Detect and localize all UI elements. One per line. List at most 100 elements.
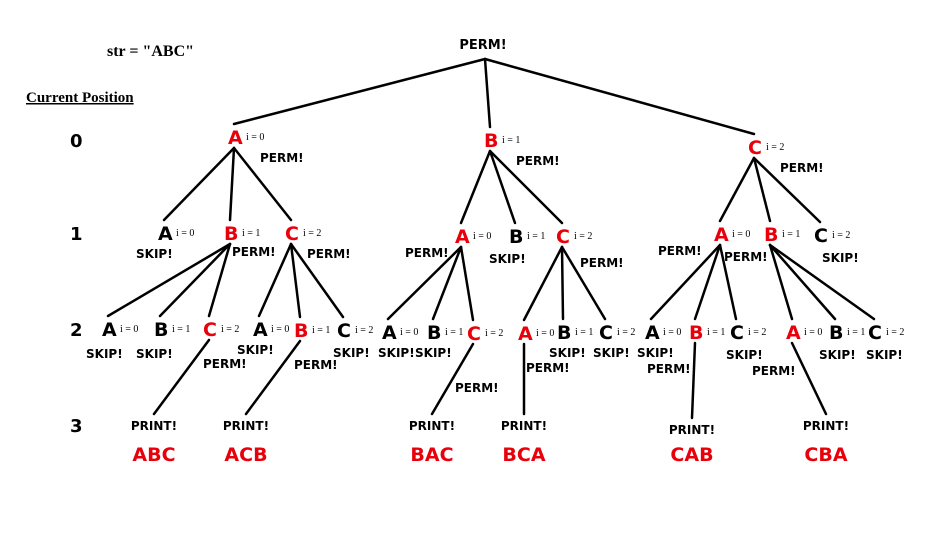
tree-edge — [431, 245, 463, 321]
node-index: i = 0 — [732, 229, 750, 240]
skip-label: SKIP! — [136, 347, 173, 361]
tree-edge — [718, 243, 738, 321]
print-label: PRINT! — [131, 419, 177, 433]
node-letter-b: B — [224, 223, 238, 245]
result-permutation: ABC — [132, 444, 175, 466]
skip-label: SKIP! — [593, 346, 630, 360]
level-number: 0 — [70, 131, 83, 152]
skip-label: SKIP! — [378, 346, 415, 360]
node-index: i = 1 — [782, 229, 800, 240]
print-label: PRINT! — [501, 419, 547, 433]
tree-edge — [752, 156, 822, 224]
node-letter-a: A — [786, 322, 801, 344]
tree-edge — [106, 242, 232, 318]
result-permutation: CAB — [670, 444, 713, 466]
node-letter-c: C — [748, 137, 762, 159]
tree-edge — [560, 245, 607, 321]
perm-label: PERM! — [307, 247, 351, 261]
skip-label: SKIP! — [86, 347, 123, 361]
skip-label: SKIP! — [136, 247, 173, 261]
node-letter-c: C — [467, 323, 481, 345]
node-index: i = 0 — [663, 327, 681, 338]
perm-label: PERM! — [580, 256, 624, 270]
node-index: i = 0 — [536, 328, 554, 339]
node-letter-b: B — [557, 322, 571, 344]
node-index: i = 2 — [303, 228, 321, 239]
node-letter-a: A — [102, 319, 117, 341]
node-letter-c: C — [337, 320, 351, 342]
skip-label: SKIP! — [819, 348, 856, 362]
node-letter-c: C — [814, 225, 828, 247]
print-label: PRINT! — [409, 419, 455, 433]
tree-edge — [488, 149, 564, 225]
node-letter-b: B — [484, 130, 498, 152]
tree-edge — [693, 243, 722, 321]
node-letter-c: C — [285, 223, 299, 245]
node-letter-b: B — [764, 224, 778, 246]
current-position-title: Current Position — [26, 90, 134, 106]
node-index: i = 2 — [748, 327, 766, 338]
node-index: i = 2 — [886, 327, 904, 338]
node-index: i = 2 — [221, 324, 239, 335]
tree-edge — [228, 146, 236, 222]
node-index: i = 0 — [120, 324, 138, 335]
perm-label: PERM! — [455, 381, 499, 395]
str-label: str = "ABC" — [107, 43, 194, 60]
node-index: i = 1 — [527, 231, 545, 242]
print-label: PRINT! — [223, 419, 269, 433]
tree-edge — [386, 245, 463, 321]
tree-edge — [158, 242, 232, 318]
node-letter-a: A — [382, 322, 397, 344]
perm-label: PERM! — [724, 250, 768, 264]
node-index: i = 2 — [574, 231, 592, 242]
root-perm-label: PERM! — [459, 38, 506, 53]
node-letter-c: C — [599, 322, 613, 344]
node-index: i = 0 — [176, 228, 194, 239]
tree-edge — [162, 146, 236, 222]
node-letter-a: A — [158, 223, 173, 245]
node-index: i = 0 — [400, 327, 418, 338]
print-label: PRINT! — [669, 423, 715, 437]
node-index: i = 0 — [473, 231, 491, 242]
tree-edge — [718, 156, 756, 223]
node-index: i = 2 — [355, 325, 373, 336]
tree-edge — [152, 338, 211, 416]
node-index: i = 1 — [707, 327, 725, 338]
skip-label: SKIP! — [489, 252, 526, 266]
tree-edge — [232, 146, 293, 222]
node-index: i = 1 — [575, 327, 593, 338]
skip-label: SKIP! — [415, 346, 452, 360]
tree-edge — [257, 242, 293, 318]
perm-label: PERM! — [405, 246, 449, 260]
node-letter-c: C — [556, 226, 570, 248]
level-number: 2 — [70, 320, 83, 341]
node-index: i = 0 — [246, 132, 264, 143]
tree-edge — [459, 245, 475, 322]
tree-edge — [483, 57, 756, 136]
skip-label: SKIP! — [549, 346, 586, 360]
tree-edge — [768, 243, 837, 321]
perm-label: PERM! — [294, 358, 338, 372]
skip-label: SKIP! — [237, 343, 274, 357]
tree-edge — [768, 243, 876, 321]
tree-edge — [649, 243, 722, 321]
perm-label: PERM! — [658, 244, 702, 258]
skip-label: SKIP! — [726, 348, 763, 362]
result-permutation: BCA — [502, 444, 545, 466]
node-index: i = 2 — [617, 327, 635, 338]
skip-label: SKIP! — [637, 346, 674, 360]
tree-edge — [560, 245, 565, 321]
node-index: i = 1 — [502, 135, 520, 146]
node-letter-a: A — [645, 322, 660, 344]
node-letter-a: A — [714, 224, 729, 246]
skip-label: SKIP! — [822, 251, 859, 265]
node-letter-a: A — [253, 319, 268, 341]
node-letter-b: B — [689, 322, 703, 344]
perm-label: PERM! — [260, 151, 304, 165]
perm-label: PERM! — [647, 362, 691, 376]
node-letter-c: C — [868, 322, 882, 344]
node-letter-a: A — [228, 127, 243, 149]
node-letter-b: B — [427, 322, 441, 344]
